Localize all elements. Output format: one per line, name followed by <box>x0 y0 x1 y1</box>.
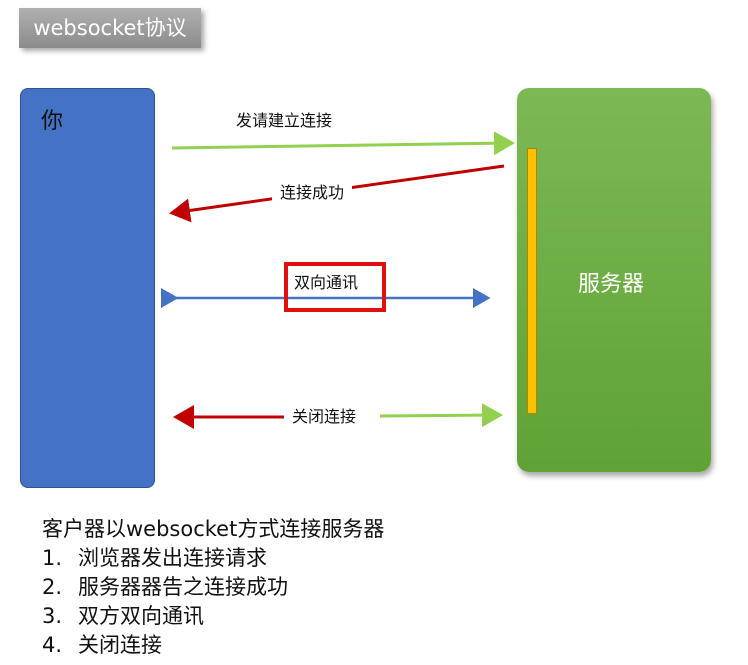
client-label: 你 <box>41 109 64 134</box>
summary-heading: 客户器以websocket方式连接服务器 <box>42 517 385 541</box>
list-item: 4. 关闭连接 <box>42 631 384 660</box>
list-item: 1. 浏览器发出连接请求 <box>42 544 384 573</box>
request-label: 发请建立连接 <box>236 111 333 130</box>
diagram-title: websocket协议 <box>19 8 201 48</box>
close-label: 关闭连接 <box>284 407 365 427</box>
list-number: 1. <box>42 546 63 570</box>
list-text: 关闭连接 <box>78 633 162 657</box>
list-number: 4. <box>42 633 63 657</box>
server-activation-bar <box>527 148 537 414</box>
success-label: 连接成功 <box>272 183 353 203</box>
server-box: 服务器 <box>517 88 711 472</box>
list-text: 浏览器发出连接请求 <box>78 546 267 570</box>
highlight-box <box>284 262 386 312</box>
list-item: 3. 双方双向通讯 <box>42 602 384 631</box>
summary: 客户器以websocket方式连接服务器 1. 浏览器发出连接请求 2. 服务器… <box>42 515 384 660</box>
list-text: 双方双向通讯 <box>78 604 204 628</box>
list-number: 2. <box>42 575 63 599</box>
bidirectional-label: 双向通讯 <box>294 273 359 292</box>
list-text: 服务器器告之连接成功 <box>78 575 288 599</box>
request-arrow <box>171 131 515 156</box>
list-number: 3. <box>42 604 63 628</box>
close-arrow-right <box>379 403 503 428</box>
list-item: 2. 服务器器告之连接成功 <box>42 573 384 602</box>
server-label: 服务器 <box>578 272 645 297</box>
client-box: 你 <box>20 88 155 488</box>
